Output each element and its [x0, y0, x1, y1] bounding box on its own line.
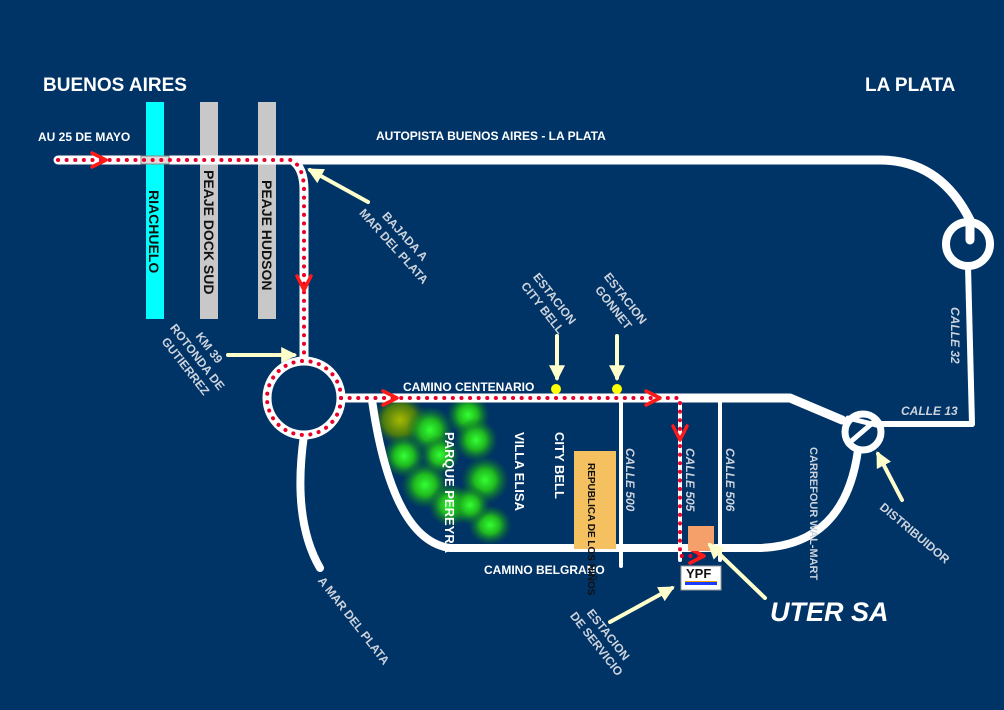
destination-label-uter-sa: UTER SA — [770, 597, 889, 627]
label-carrefour-line2: WAL-MART — [807, 520, 819, 581]
road-bajada — [287, 155, 309, 365]
road-distribuidor-diag — [845, 415, 883, 447]
label-riachuelo: RIACHUELO — [146, 190, 162, 274]
city-label-buenos-aires: BUENOS AIRES — [43, 75, 187, 96]
station-dot-gonnet — [612, 384, 622, 394]
label-villa-elisa: VILLA ELISA — [512, 432, 527, 511]
road-label-autopista: AUTOPISTA BUENOS AIRES - LA PLATA — [376, 129, 606, 143]
road-label-calle-500: CALLE 500 — [623, 448, 637, 512]
roundabout-distribuidor — [841, 410, 885, 454]
label-carrefour: CARREFOUR WAL-MART — [806, 447, 820, 580]
route-arrows — [90, 151, 706, 565]
ypf-logo-text: YPF — [686, 566, 712, 581]
route-arrow-icon — [644, 389, 662, 407]
route-path — [56, 158, 707, 558]
road-label-camino-belgrano: CAMINO BELGRANO — [484, 563, 605, 577]
label-peaje-dock-sud: PEAJE DOCK SUD — [201, 170, 217, 295]
route-arrow-icon — [688, 547, 706, 565]
label-carrefour-line1: CARREFOUR — [807, 447, 819, 518]
label-parque-pereyra: PARQUE PEREYRA — [441, 432, 457, 553]
route-arrow-icon — [295, 274, 313, 292]
road-a-mar-del-plata — [296, 431, 324, 572]
label-republica-de-los-ninos: REPUBLICA DE LOS NIÑOS — [584, 463, 596, 595]
road-label-calle-13: CALLE 13 — [901, 404, 958, 418]
station-dot-city-bell — [551, 384, 561, 394]
city-label-la-plata: LA PLATA — [865, 75, 956, 96]
label-parque-line2: PEREYRA — [442, 490, 457, 554]
road-label-camino-centenario: CAMINO CENTENARIO — [403, 380, 535, 394]
label-city-bell: CITY BELL — [552, 432, 567, 499]
route-arrow-icon — [381, 389, 399, 407]
road-camino-belgrano — [368, 396, 862, 552]
pointer-arrow-icon — [876, 451, 904, 502]
pointer-arrow-icon — [307, 168, 370, 204]
road-label-au25: AU 25 DE MAYO — [38, 130, 131, 144]
label-parque-line1: PARQUE — [442, 432, 457, 487]
road-label-calle-32: CALLE 32 — [948, 307, 962, 364]
road-autopista — [53, 155, 975, 245]
pointer-arrow-icon — [608, 586, 675, 624]
pointer-arrow-icon — [707, 542, 767, 600]
road-camino-centenario — [336, 393, 847, 425]
road-label-calle-505: CALLE 505 — [683, 448, 697, 512]
republica-de-los-ninos-block — [574, 451, 616, 549]
route-arrow-icon — [671, 424, 689, 442]
label-republica-line1: REPUBLICA DE — [585, 463, 596, 538]
label-peaje-hudson: PEAJE HUDSON — [259, 180, 275, 291]
parque-pereyra-park — [372, 393, 512, 545]
ypf-station — [680, 565, 722, 591]
route-arrow-icon — [90, 151, 108, 169]
road-label-calle-506: CALLE 506 — [723, 448, 737, 512]
label-republica-line2: LOS NIÑOS — [585, 540, 596, 596]
